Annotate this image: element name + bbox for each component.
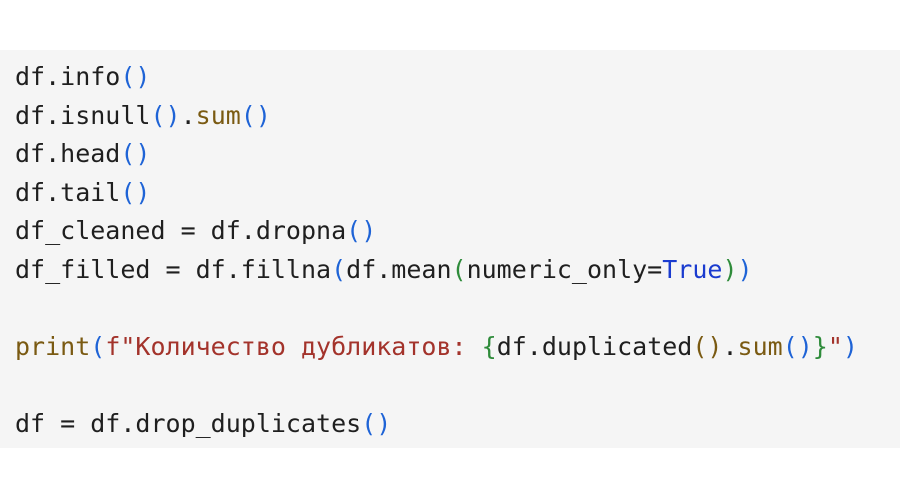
- code-token: (: [451, 254, 467, 284]
- code-line: df_cleaned = df.dropna(): [0, 212, 900, 251]
- code-token: numeric_only=: [466, 254, 663, 284]
- code-token: ): [737, 254, 753, 284]
- code-token: (: [331, 254, 347, 284]
- code-line: print(f"Количество дубликатов: {df.dupli…: [0, 328, 900, 367]
- code-token: (): [361, 408, 392, 438]
- code-token: f"Количество дубликатов:: [105, 331, 482, 361]
- code-token: (): [120, 139, 151, 168]
- code-token: df.head: [15, 139, 121, 168]
- code-token: sum: [195, 100, 241, 130]
- code-token: (): [692, 331, 723, 361]
- code-token: df.info: [15, 62, 121, 91]
- code-line: df = df.drop_duplicates(): [0, 405, 900, 444]
- code-line: [0, 289, 900, 328]
- code-token: (): [240, 100, 271, 130]
- code-line: [0, 366, 900, 405]
- code-token: .: [722, 331, 738, 361]
- code-line: df_filled = df.fillna(df.mean(numeric_on…: [0, 251, 900, 290]
- code-line: df.head(): [0, 135, 900, 174]
- code-token: }: [812, 331, 828, 361]
- code-block: df.info()df.isnull().sum()df.head()df.ta…: [0, 50, 900, 448]
- code-token: (): [120, 62, 151, 91]
- code-token: ): [722, 254, 738, 284]
- code-token: df.duplicated: [496, 331, 693, 361]
- code-token: (): [346, 216, 377, 245]
- code-token: print: [15, 331, 91, 361]
- code-token: {: [481, 331, 497, 361]
- code-token: df_filled = df.fillna: [15, 254, 332, 284]
- code-token: True: [662, 254, 723, 284]
- code-token: .: [180, 100, 196, 130]
- code-line: df.isnull().sum(): [0, 97, 900, 136]
- code-line: df.info(): [0, 58, 900, 97]
- code-token: (): [150, 100, 181, 130]
- code-token: (): [782, 331, 813, 361]
- code-token: ): [842, 331, 858, 361]
- code-token: df_cleaned = df.dropna: [15, 216, 347, 245]
- code-token: ": [827, 331, 843, 361]
- code-token: sum: [737, 331, 783, 361]
- code-token: df.tail: [15, 177, 121, 207]
- code-token: (): [120, 177, 151, 207]
- code-token: (: [90, 331, 106, 361]
- code-token: df.mean: [346, 254, 452, 284]
- code-token: df.isnull: [15, 100, 151, 130]
- code-line: df.tail(): [0, 174, 900, 213]
- code-token: df = df.drop_duplicates: [15, 408, 362, 438]
